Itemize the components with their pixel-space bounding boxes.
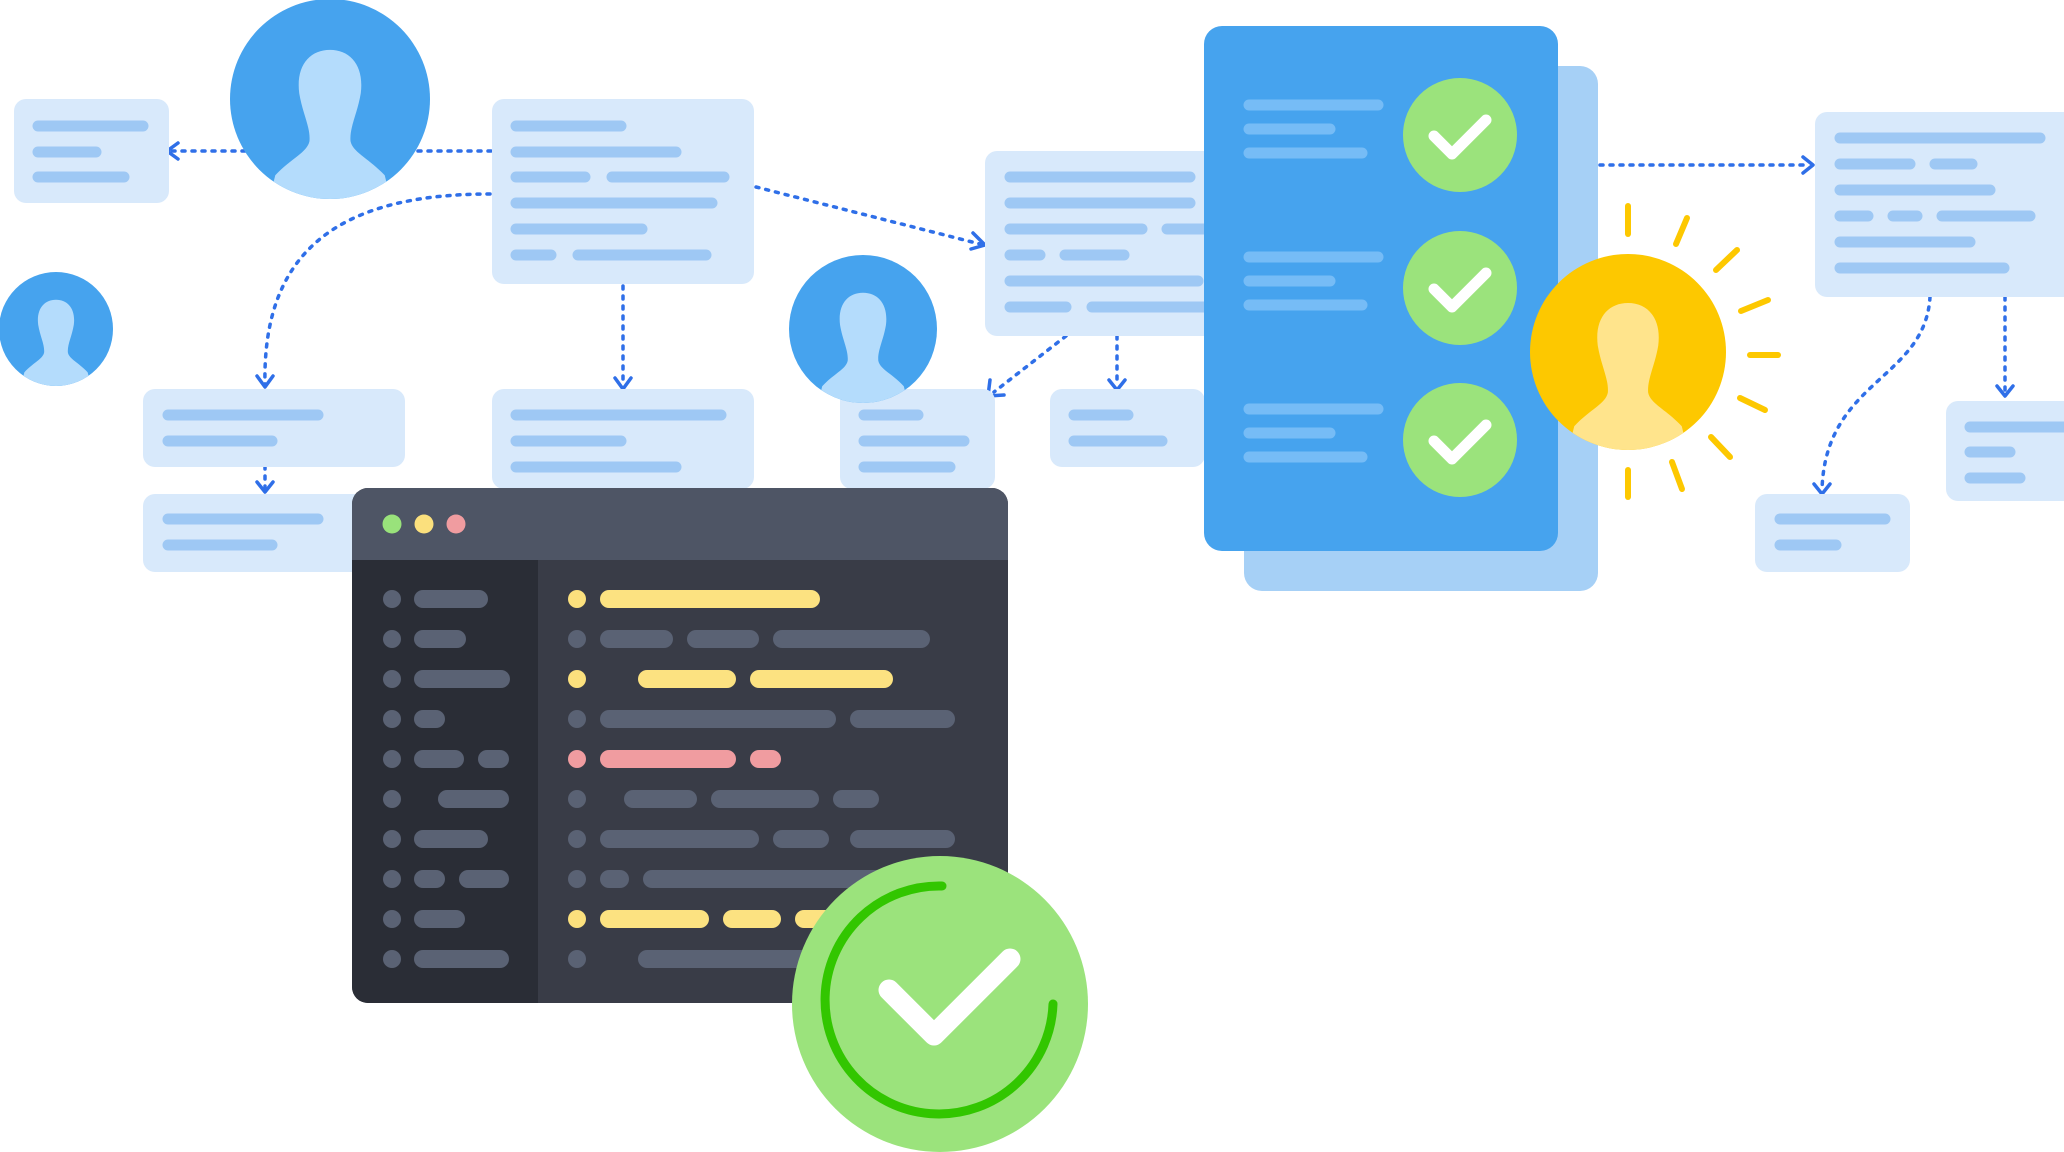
info-card — [985, 151, 1247, 336]
code-lines — [568, 590, 955, 968]
arrow-head-icon — [1801, 155, 1815, 175]
code-editor-window — [352, 488, 1008, 1003]
arrow-head-icon — [1107, 378, 1127, 392]
info-card — [492, 99, 754, 284]
check-icon — [878, 948, 1021, 1046]
sun-rays-icon — [1625, 203, 1781, 500]
connector-curve-right-down — [1820, 295, 1932, 492]
connector-diag-down-left — [992, 334, 1068, 394]
info-card — [143, 494, 405, 572]
connector-diagonal-right — [754, 185, 982, 246]
info-card — [1755, 494, 1910, 572]
connector-curve-down-left — [263, 192, 492, 387]
checklist-panel — [1204, 26, 1598, 591]
arrow-head-icon — [255, 374, 275, 389]
checklist-item-1 — [1403, 78, 1517, 192]
info-card — [14, 99, 169, 203]
avatar-medium — [789, 255, 937, 403]
info-card — [143, 389, 405, 467]
check-icon — [1428, 267, 1492, 313]
panel-lines — [1243, 99, 1384, 463]
info-card — [1050, 389, 1205, 467]
arrow-head-icon — [1995, 384, 2015, 398]
avatar-highlighted — [1530, 254, 1726, 450]
connectors — [170, 149, 2007, 492]
info-card — [840, 389, 995, 489]
avatar-small — [0, 272, 113, 386]
window-close-button[interactable] — [382, 514, 402, 534]
progress-ring — [820, 881, 1058, 1119]
info-card — [492, 389, 754, 489]
info-cards — [14, 99, 2064, 572]
avatar-large — [230, 0, 430, 199]
gutter-lines — [383, 590, 510, 968]
info-card — [1815, 112, 2064, 297]
info-card — [1946, 401, 2064, 501]
check-icon — [1428, 419, 1492, 465]
window-minimize-button[interactable] — [414, 514, 434, 534]
code-line-markers — [568, 590, 586, 968]
checklist-item-3 — [1403, 383, 1517, 497]
editor-gutter — [352, 560, 538, 1003]
arrow-head-icon — [255, 480, 275, 494]
checklist-item-2 — [1403, 231, 1517, 345]
success-badge — [792, 856, 1088, 1152]
check-icon — [1428, 114, 1492, 160]
window-maximize-button[interactable] — [446, 514, 466, 534]
